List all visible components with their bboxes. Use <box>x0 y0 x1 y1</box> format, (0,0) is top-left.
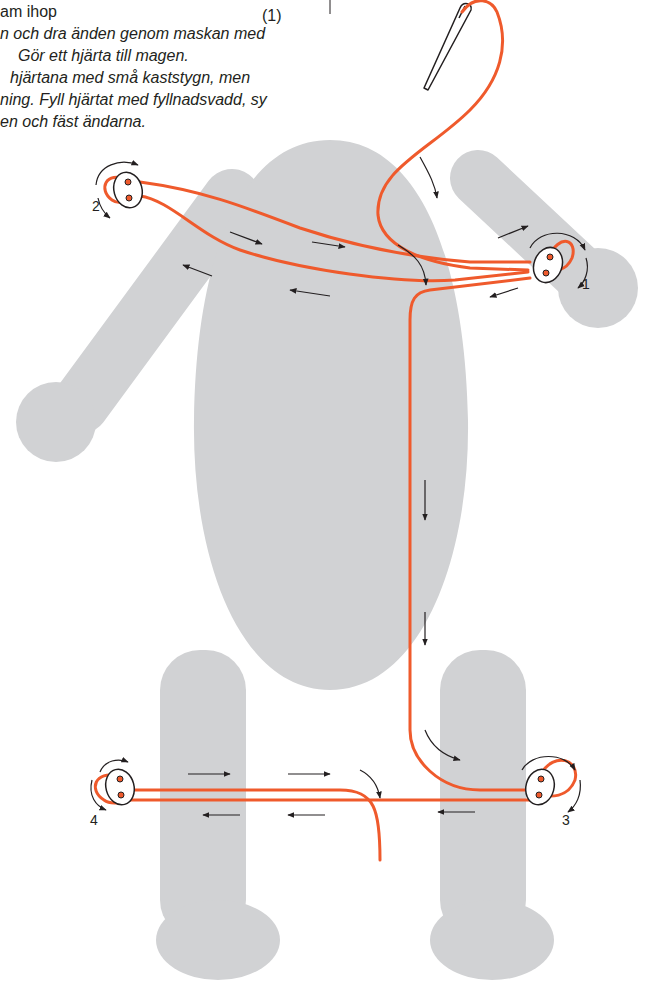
button <box>102 169 567 808</box>
instruction-text: n och dra änden genom maskan med <box>0 24 265 44</box>
rotation-arrow <box>91 162 587 812</box>
callout-number: 3 <box>562 812 570 828</box>
heading-fragment: am ihop <box>0 2 57 22</box>
instruction-text: hjärtana med små kaststygn, men <box>10 68 250 88</box>
instruction-text: ning. Fyll hjärtat med fyllnadsvadd, sy <box>0 90 267 110</box>
step-number: (1) <box>262 6 282 26</box>
doll-body <box>16 140 638 980</box>
callout-number: 4 <box>90 812 98 828</box>
needle <box>424 4 471 90</box>
tick-mark <box>330 0 331 14</box>
direction-arrow <box>183 157 528 815</box>
instruction-text: Gör ett hjärta till magen. <box>18 46 189 66</box>
button-hole <box>117 179 553 798</box>
instruction-text: en och fäst ändarna. <box>0 112 146 132</box>
callout-number: 1 <box>582 276 590 292</box>
thread <box>95 1 575 860</box>
callout-number: 2 <box>92 198 100 214</box>
